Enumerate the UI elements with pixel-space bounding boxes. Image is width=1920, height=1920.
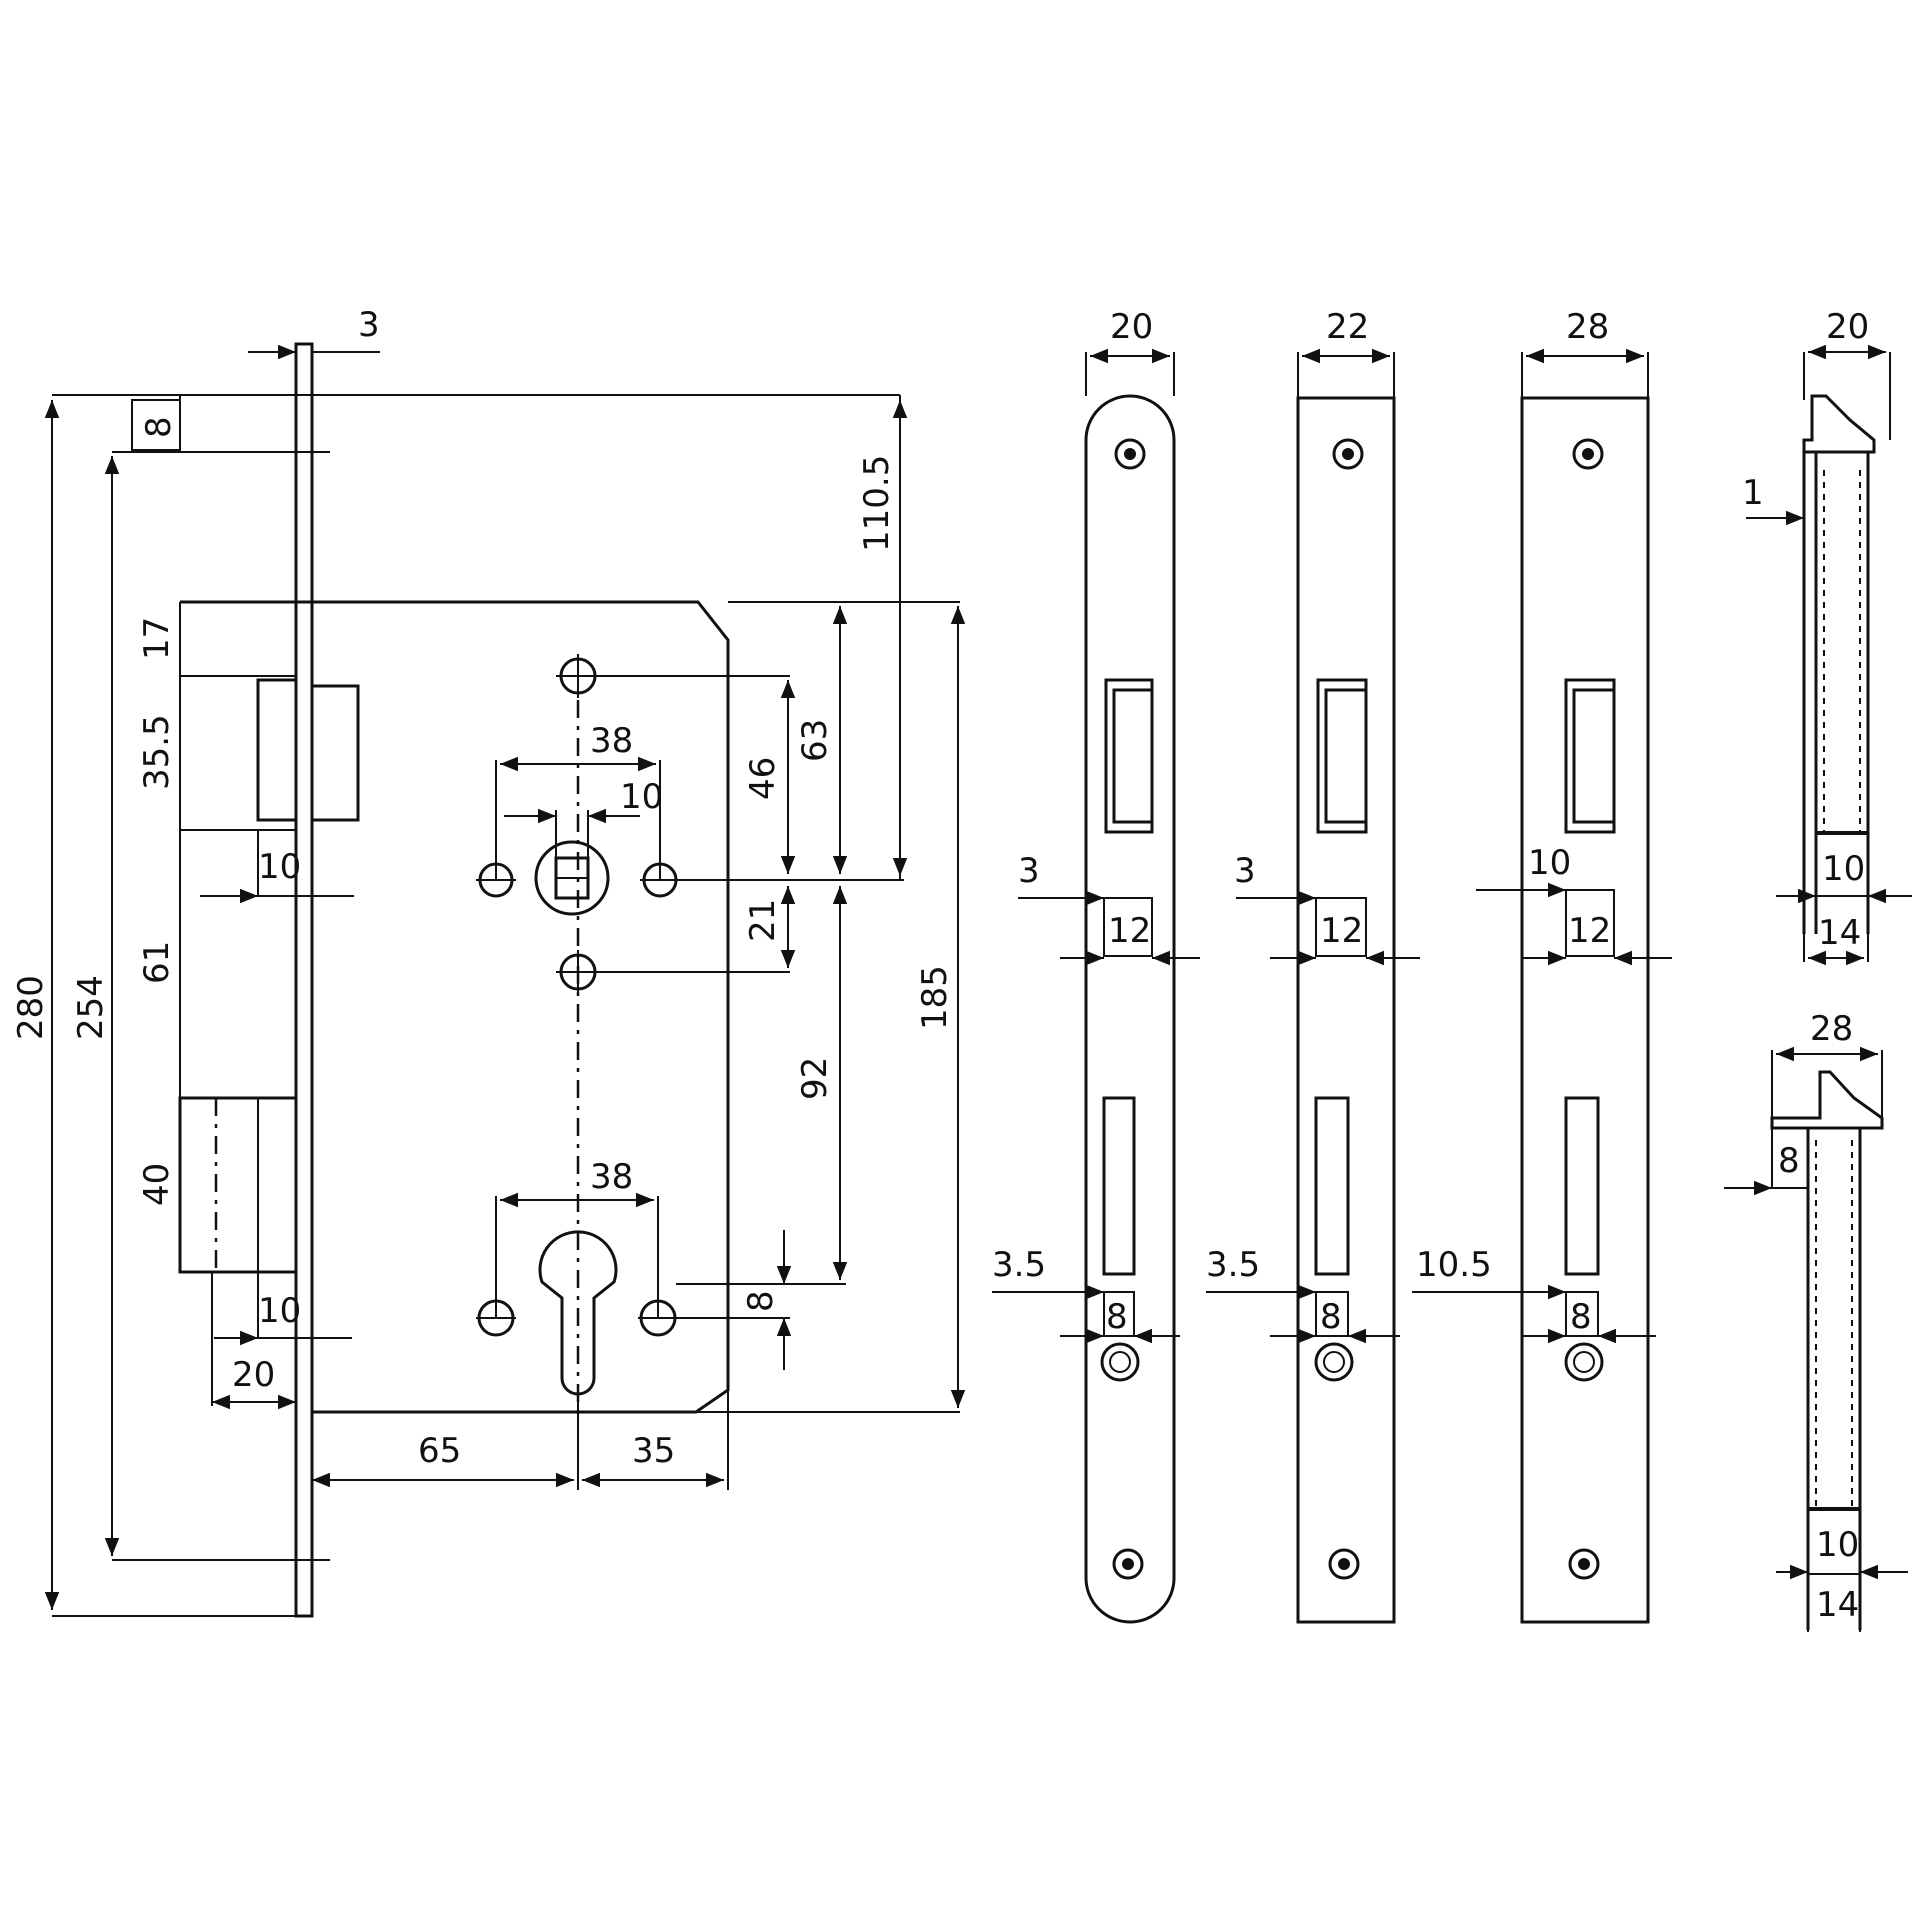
side-view-28: 28 8 10 14	[1724, 1009, 1908, 1632]
screw-hole-lower	[1314, 1342, 1354, 1382]
spindle-hub	[534, 840, 610, 916]
dim-hole-spacing-lower: 38	[590, 1157, 633, 1197]
latch-gap: 12	[1108, 911, 1151, 951]
side-width: 28	[1810, 1009, 1853, 1049]
euro-cylinder-cutout	[538, 1230, 618, 1396]
dim-latch-projection: 10	[258, 847, 301, 887]
faceplate-variant-20: 20 3 12 3.5 8	[992, 307, 1200, 1624]
faceplate-outline	[1296, 396, 1396, 1624]
bolt-offset: 10.5	[1416, 1245, 1492, 1285]
bolt-offset: 3.5	[1206, 1245, 1260, 1285]
bolt-gap: 8	[1320, 1297, 1342, 1337]
dim-backset: 65	[418, 1431, 461, 1471]
side-inner: 10	[1822, 849, 1865, 889]
side-width: 20	[1826, 307, 1869, 347]
latch	[256, 678, 298, 822]
dim-17: 17	[137, 617, 177, 660]
screw-hole-top	[1114, 438, 1146, 470]
dim-8: 8	[741, 1290, 781, 1312]
dim-92: 92	[795, 1057, 835, 1100]
faceplate-width: 28	[1566, 307, 1609, 347]
side-outer: 14	[1818, 913, 1861, 953]
dim-21: 21	[743, 899, 783, 942]
dim-bolt-projection: 10	[258, 1291, 301, 1331]
screw-hole-bottom	[1112, 1548, 1144, 1580]
side-profile	[1802, 394, 1876, 454]
dim-overall-height: 280	[11, 975, 51, 1040]
screw-hole-top	[1572, 438, 1604, 470]
screw-hole-lower	[1564, 1342, 1604, 1382]
latch-offset: 10	[1528, 843, 1571, 883]
dim-top-offset: 8	[139, 416, 179, 438]
deadbolt	[178, 1096, 298, 1274]
faceplate-variant-22: 22 3 12 3.5 8	[1206, 307, 1420, 1624]
lock-case-outline	[180, 600, 730, 1414]
dim-35: 35	[632, 1431, 675, 1471]
latch-offset: 3	[1234, 851, 1256, 891]
latch-gap: 12	[1320, 911, 1363, 951]
side-profile	[1770, 1070, 1884, 1130]
latch-gap: 12	[1568, 911, 1611, 951]
bolt-gap: 8	[1570, 1297, 1592, 1337]
faceplate-outline	[1084, 394, 1176, 1624]
dim-bolt-width: 20	[232, 1355, 275, 1395]
bolt-offset: 3.5	[992, 1245, 1046, 1285]
bolt-slot	[1314, 1096, 1350, 1276]
screw-hole-bottom	[1568, 1548, 1600, 1580]
dim-case-height: 185	[915, 965, 955, 1030]
main-lock-view: 3 8 280 254 17 35.5 61 40 10 10 20 110.5	[11, 305, 966, 1618]
faceplate-variant-28: 28 10 12 10.5 8	[1412, 307, 1672, 1624]
side-offset: 1	[1742, 473, 1764, 513]
bolt-slot	[1564, 1096, 1600, 1276]
bolt-slot	[1102, 1096, 1136, 1276]
screw-hole-bottom	[1328, 1548, 1360, 1580]
dim-square-spindle: 10	[620, 777, 663, 817]
side-inner: 10	[1816, 1525, 1859, 1565]
faceplate-width: 20	[1110, 307, 1153, 347]
dim-hole-spacing-upper: 38	[590, 721, 633, 761]
screw-hole-top	[1332, 438, 1364, 470]
dim-bolt-height: 40	[137, 1163, 177, 1206]
dim-latch-height: 35.5	[137, 714, 177, 790]
faceplate-outline	[1520, 396, 1650, 1624]
screw-hole-lower	[1100, 1342, 1140, 1382]
faceplate-strip	[294, 342, 314, 1618]
dim-fixing-pitch: 254	[71, 975, 111, 1040]
dim-faceplate-thickness: 3	[358, 305, 380, 345]
dim-spindle-to-top: 110.5	[857, 455, 897, 552]
side-view-20: 20 1 10 14	[1742, 307, 1912, 966]
side-offset: 8	[1778, 1141, 1800, 1181]
dim-63: 63	[795, 719, 835, 762]
bolt-gap: 8	[1106, 1297, 1128, 1337]
dim-61: 61	[137, 941, 177, 984]
faceplate-width: 22	[1326, 307, 1369, 347]
side-outer: 14	[1816, 1585, 1859, 1625]
dim-46: 46	[743, 757, 783, 800]
latch-offset: 3	[1018, 851, 1040, 891]
